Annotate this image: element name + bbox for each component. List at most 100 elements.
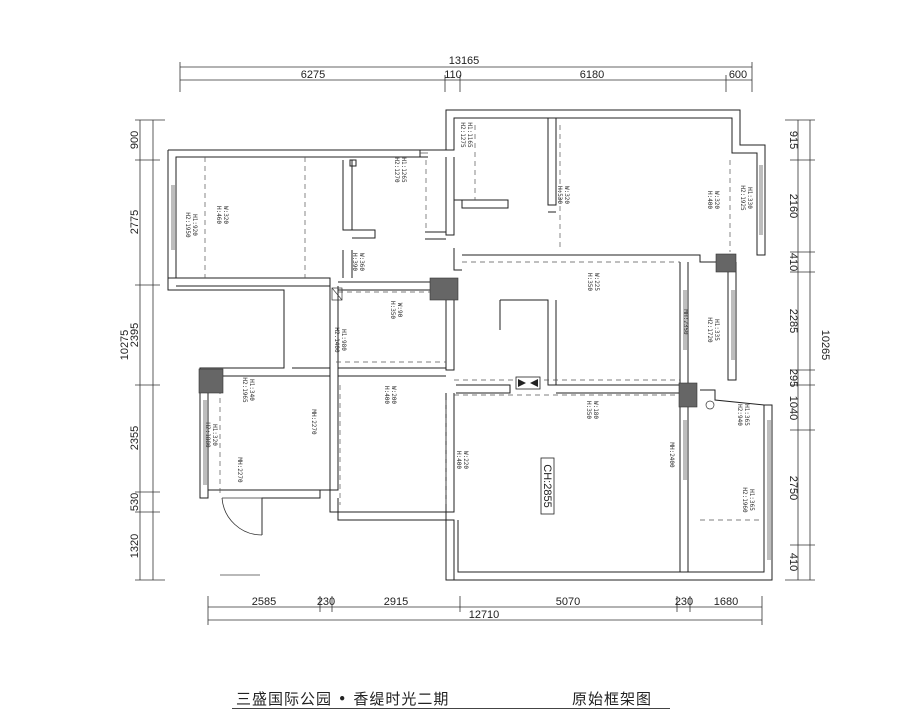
inner-walls [176,118,728,573]
drawing-title: 原始框架图 [572,690,653,708]
annotation-text: H1:1265 [400,157,407,183]
annotation-text: H2:1400 [333,327,340,353]
dim-right-part: 2750 [787,476,799,500]
left-dimension-labels: 10275 900 2775 2395 2355 530 1320 [119,131,141,558]
bottom-dimension-chain [207,596,763,625]
annotation-text: H2:1950 [184,212,191,238]
dim-bottom-part: 2915 [384,596,408,608]
annotation-text: H1:320 [211,424,218,446]
annotation-text: H2:1270 [393,157,400,183]
dimension-annotation: MH:2350 [682,309,689,335]
annotation-text: H2:940 [736,404,743,426]
annotation-text: W:90 [396,303,403,318]
dim-left-part: 1320 [129,534,141,558]
dim-right-part: 1040 [787,396,799,420]
ceiling-height-tag: CH:2855 [540,457,555,515]
annotation-text: H1:980 [340,329,347,351]
annotation-text: MH:2270 [310,409,317,435]
left-dimension-chain [135,119,165,581]
annotation-text: W:220 [462,451,469,469]
dim-left-part: 2775 [129,210,141,234]
dim-right-part: 410 [787,253,799,271]
dim-left-part: 2395 [129,323,141,347]
annotation-text: H:400 [706,191,713,209]
annotation-text: H1:335 [713,319,720,341]
column [198,368,224,394]
dim-top-part: 6180 [580,69,604,81]
dim-left-total: 10275 [119,330,131,361]
dim-right-total: 10265 [819,330,831,361]
annotation-text: W:360 [358,253,365,271]
annotation-text: H2:1925 [739,185,746,211]
outer-walls [167,109,773,581]
right-dimension-labels: 10265 915 2160 410 2285 295 1040 2750 41… [787,131,831,571]
top-dimension-chain [179,62,753,92]
dim-bottom-part: 230 [317,596,335,608]
annotation-text: H1:365 [743,404,750,426]
annotation-text: MH:2350 [682,309,689,335]
dim-right-part: 295 [787,369,799,387]
dim-bottom-part: 5070 [556,596,580,608]
dim-right-part: 2285 [787,309,799,333]
dim-left-part: 530 [129,493,141,511]
annotation-text: H2:1275 [459,122,466,148]
annotation-text: MH:2270 [236,457,243,483]
dimension-annotation: MH:2270 [310,409,317,435]
dim-bottom-part: 230 [675,596,693,608]
pipe-marker [705,400,715,410]
dim-bottom-part: 2585 [252,596,276,608]
annotation-text: H:400 [455,451,462,469]
annotation-text: H1:920 [191,214,198,236]
project-caption: 三盛国际公园 • 香缇时光二期 [236,690,450,708]
annotation-text: H:350 [389,301,396,319]
annotation-text: W:320 [563,186,570,204]
annotation-text: H:400 [383,386,390,404]
column [429,277,459,301]
right-dimension-chain [785,119,815,581]
dim-right-part: 410 [787,553,799,571]
dim-right-part: 915 [787,131,799,149]
dim-left-part: 2355 [129,426,141,450]
annotation-text: H:350 [586,273,593,291]
dim-bottom-part: 1680 [714,596,738,608]
annotation-text: H1:340 [248,379,255,401]
windows [171,152,771,576]
annotation-text: H:530 [556,186,563,204]
annotation-text: H1:365 [748,489,755,511]
dim-top-part: 110 [444,69,462,81]
annotation-text: H:390 [351,253,358,271]
column [678,382,698,408]
dimension-annotation: W:90H:350 [389,301,403,319]
annotation-text: H2:1880 [204,422,211,448]
caption-underline [232,708,670,709]
structural-columns [198,253,737,408]
annotation-text: W:320 [222,206,229,224]
annotation-text: H1:330 [746,187,753,209]
dim-top-part: 6275 [301,69,325,81]
annotations: W:320H:460H1:920H2:1950H1:1265H2:1270W:3… [184,122,755,513]
dim-top-part: 600 [729,69,747,81]
annotation-text: H:460 [215,206,222,224]
hourglass-symbol [515,376,541,390]
ceiling-height-label: CH:2855 [541,464,553,507]
annotation-text: W:320 [713,191,720,209]
annotation-text: H2:1965 [241,377,248,403]
column [715,253,737,273]
dim-top-total: 13165 [449,55,480,67]
annotation-text: H:350 [585,401,592,419]
